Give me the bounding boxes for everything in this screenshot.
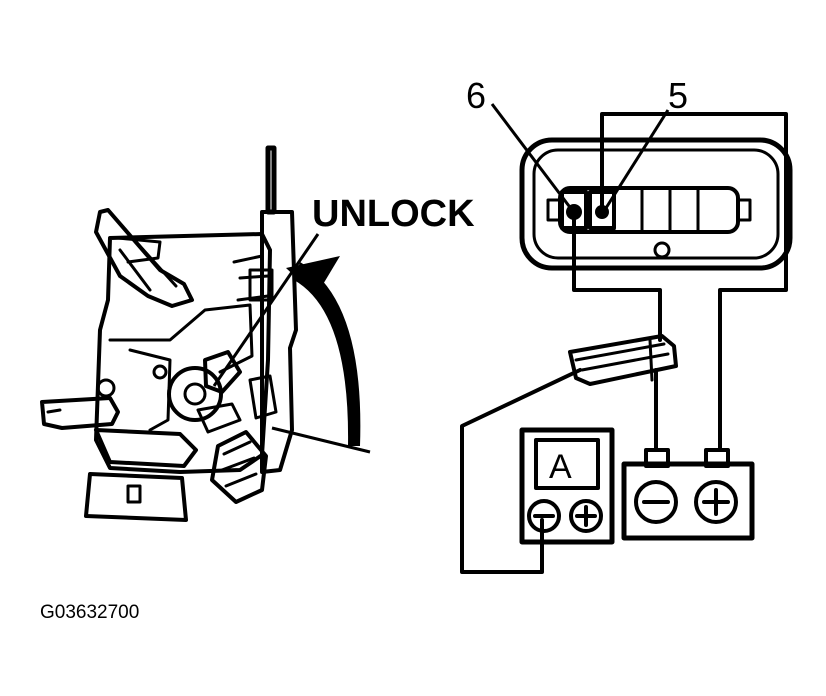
- pin-5-leader: [604, 109, 670, 209]
- ammeter-label: A: [549, 448, 572, 486]
- unlock-arrow-icon: [286, 256, 361, 446]
- body-leader-line: [271, 426, 371, 454]
- ammeter: A: [519, 427, 615, 545]
- ammeter-positive-icon: [569, 499, 603, 533]
- battery-positive-icon: [694, 480, 738, 524]
- actuator-connector: [519, 137, 793, 271]
- pin-6-label: 6: [466, 75, 486, 116]
- pin-5-label: 5: [668, 75, 688, 116]
- battery: [621, 448, 755, 541]
- ammeter-negative-icon: [527, 499, 561, 533]
- test-wires: [460, 112, 788, 574]
- inline-fuse: [568, 334, 678, 386]
- battery-negative-icon: [634, 480, 678, 524]
- unlock-leader-line: [212, 233, 320, 387]
- door-lock-assembly: [40, 145, 298, 522]
- unlock-label: UNLOCK: [312, 193, 475, 235]
- pin-6-leader: [490, 103, 574, 211]
- figure-code: G03632700: [40, 602, 139, 623]
